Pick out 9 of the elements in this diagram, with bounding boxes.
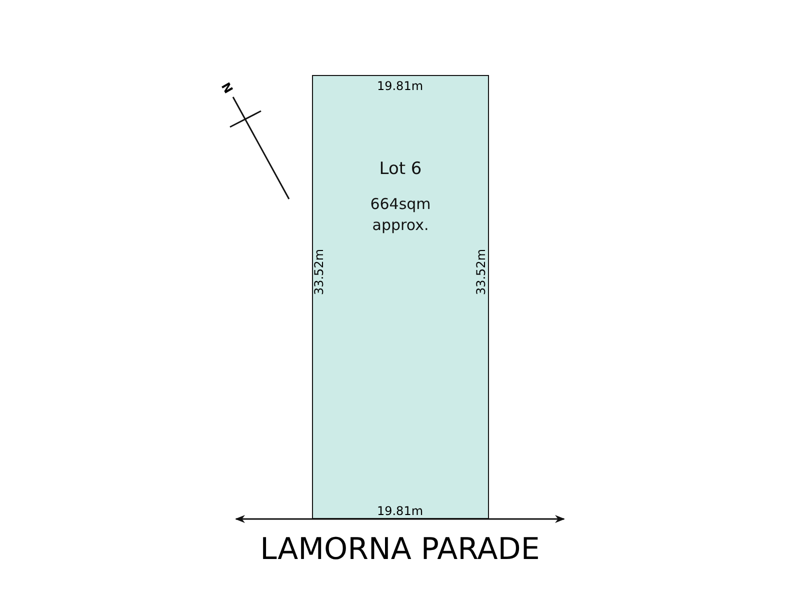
- lot-area: 664sqm approx.: [370, 195, 431, 234]
- lot-number: Lot 6: [379, 159, 422, 179]
- street-name: LAMORNA PARADE: [260, 535, 540, 565]
- dimension-label: 19.81m: [376, 80, 424, 92]
- dimension-label: 19.81m: [376, 505, 424, 517]
- lot-parcel: [312, 75, 489, 519]
- dimension-label: 33.52m: [313, 248, 325, 296]
- dimension-label: 33.52m: [475, 248, 487, 296]
- north-label: N: [219, 80, 235, 96]
